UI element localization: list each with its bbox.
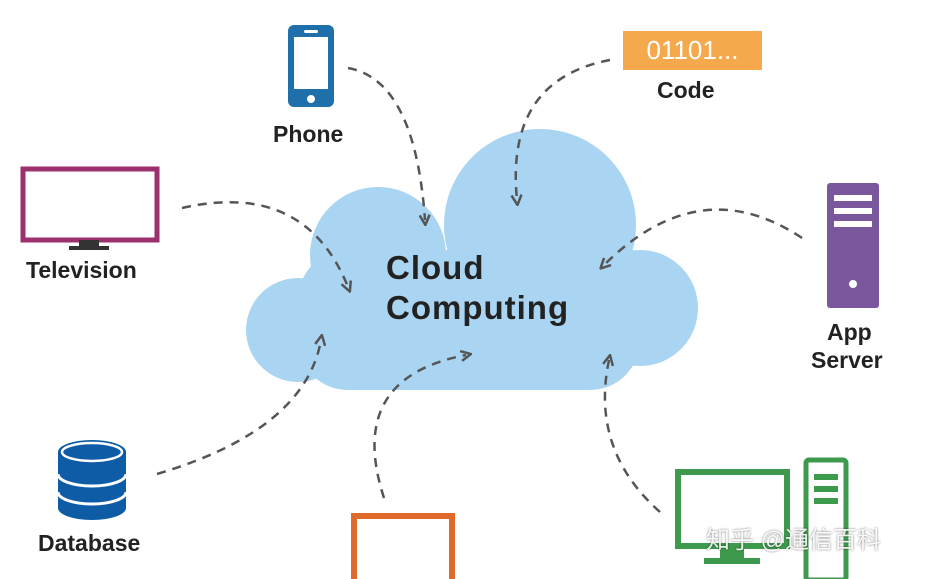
phone-icon — [288, 25, 334, 107]
arrow-tv-to-cloud — [181, 200, 348, 287]
code-label: Code — [657, 77, 715, 103]
television-label: Television — [26, 257, 137, 283]
cloud-title-line1: Cloud — [386, 249, 485, 286]
desktop-computer-icon — [675, 457, 849, 579]
app-server-icon — [827, 183, 879, 308]
arrow-code-to-cloud — [516, 58, 611, 200]
app-server-label-line2: Server — [811, 347, 883, 373]
code-box-text: 01101... — [646, 35, 739, 65]
laptop-icon — [351, 513, 455, 579]
code-icon: 01101... — [623, 31, 762, 70]
arrow-laptop-to-cloud — [373, 355, 466, 499]
watermark: 知乎 @通信百科 — [706, 527, 882, 554]
cloud-title: Cloud Computing — [386, 248, 569, 328]
app-server-label-line1: App — [827, 319, 872, 345]
arrow-desktop-to-cloud — [605, 360, 661, 513]
television-icon — [20, 166, 160, 250]
arrow-phone-to-cloud — [347, 66, 425, 220]
database-icon — [56, 440, 128, 520]
database-label: Database — [38, 530, 141, 556]
phone-label: Phone — [273, 121, 344, 147]
cloud-title-line2: Computing — [386, 289, 570, 326]
arrow-database-to-cloud — [156, 340, 321, 476]
